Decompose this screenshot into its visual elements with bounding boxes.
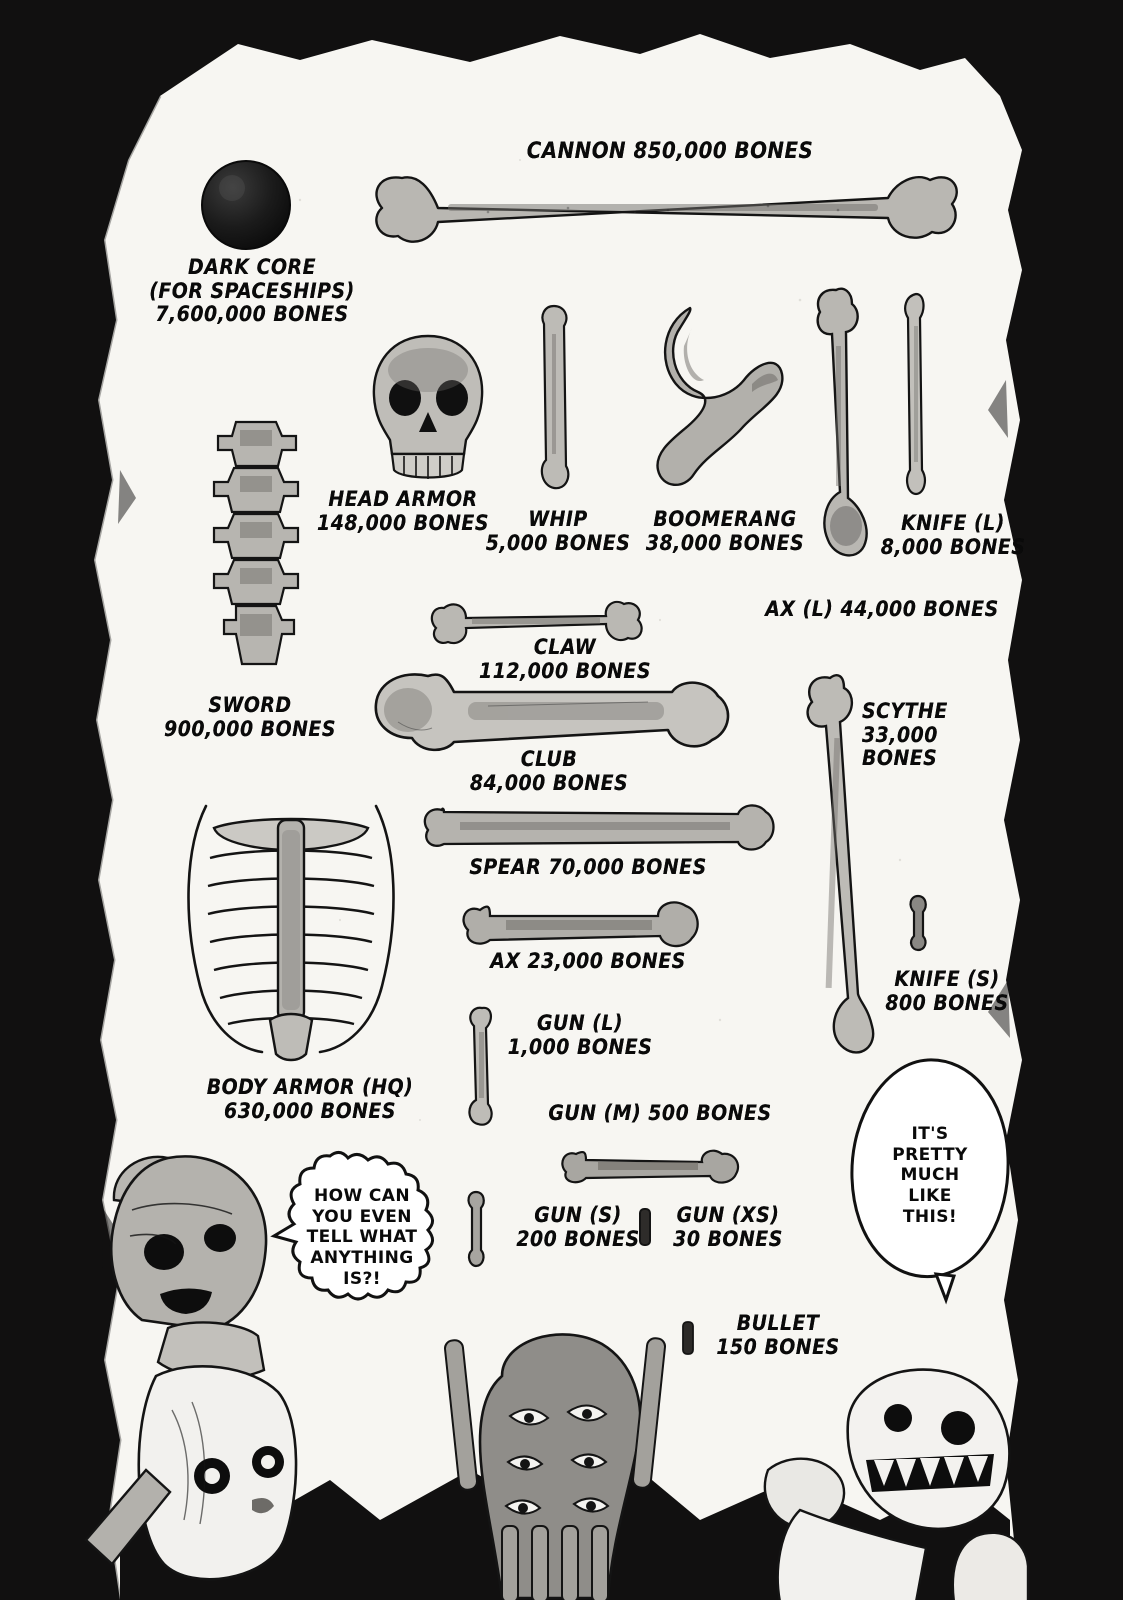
right-speech-bubble	[840, 1054, 1020, 1305]
knife-l-bone-art	[898, 290, 934, 500]
label-gun-l: GUN (L) 1,000 BONES	[507, 1011, 653, 1059]
label-boomerang: BOOMERANG 38,000 BONES	[645, 507, 805, 555]
claw-bone-art	[428, 596, 644, 648]
gun-s-bone-art	[464, 1188, 490, 1268]
label-spear: SPEAR 70,000 BONES	[469, 855, 707, 879]
bullet-bone-art	[680, 1320, 696, 1356]
sword-spine-art	[196, 418, 316, 672]
whip-bone-art	[534, 300, 578, 500]
label-gun-m: GUN (M) 500 BONES	[548, 1101, 772, 1125]
label-sword: SWORD 900,000 BONES	[164, 693, 336, 741]
ax-bone-art	[458, 896, 702, 950]
gun-l-bone-art	[464, 1002, 504, 1132]
label-ax: AX 23,000 BONES	[490, 949, 686, 973]
label-scythe: SCYTHE 33,000 BONES	[862, 699, 948, 771]
label-whip: WHIP 5,000 BONES	[485, 507, 631, 555]
label-head-armor: HEAD ARMOR 148,000 BONES	[317, 487, 489, 535]
label-dark-core: DARK CORE (FOR SPACESHIPS) 7,600,000 BON…	[149, 255, 355, 327]
label-cannon: CANNON 850,000 BONES	[526, 139, 814, 164]
knife-s-bone-art	[906, 892, 932, 952]
head-armor-skull-art	[358, 330, 498, 490]
label-body-armor: BODY ARMOR (HQ) 630,000 BONES	[206, 1075, 414, 1123]
boomerang-bone-art	[632, 288, 792, 508]
dark-core-art	[196, 160, 296, 250]
left-speech-bubble-text: HOW CAN YOU EVEN TELL WHAT ANYTHING IS?!	[306, 1186, 418, 1289]
ax-l-bone-art	[806, 282, 876, 582]
label-bullet: BULLET 150 BONES	[716, 1311, 840, 1359]
label-club: CLUB 84,000 BONES	[469, 747, 629, 795]
body-armor-ribcage-art	[166, 786, 416, 1072]
gun-m-bone-art	[558, 1146, 740, 1186]
label-ax-l: AX (L) 44,000 BONES	[765, 597, 999, 621]
label-knife-l: KNIFE (L) 8,000 BONES	[880, 511, 1026, 559]
label-gun-s: GUN (S) 200 BONES	[516, 1203, 640, 1251]
many-eyed-character-art	[432, 1330, 692, 1600]
label-knife-s: KNIFE (S) 800 BONES	[885, 967, 1009, 1015]
spear-bone-art	[420, 800, 778, 852]
fanged-skull-character-art	[740, 1360, 1030, 1600]
left-speech-bubble	[270, 1148, 448, 1318]
scythe-bone-art	[800, 668, 880, 1068]
label-claw: CLAW 112,000 BONES	[479, 635, 651, 683]
cannon-bone-art	[368, 160, 958, 270]
skull-helm-character-art	[72, 1140, 322, 1600]
club-bone-art	[368, 666, 740, 762]
label-gun-xs: GUN (XS) 30 BONES	[673, 1203, 783, 1251]
gun-xs-bone-art	[636, 1206, 654, 1248]
right-speech-bubble-text: IT'S PRETTY MUCH LIKE THIS!	[892, 1124, 968, 1227]
